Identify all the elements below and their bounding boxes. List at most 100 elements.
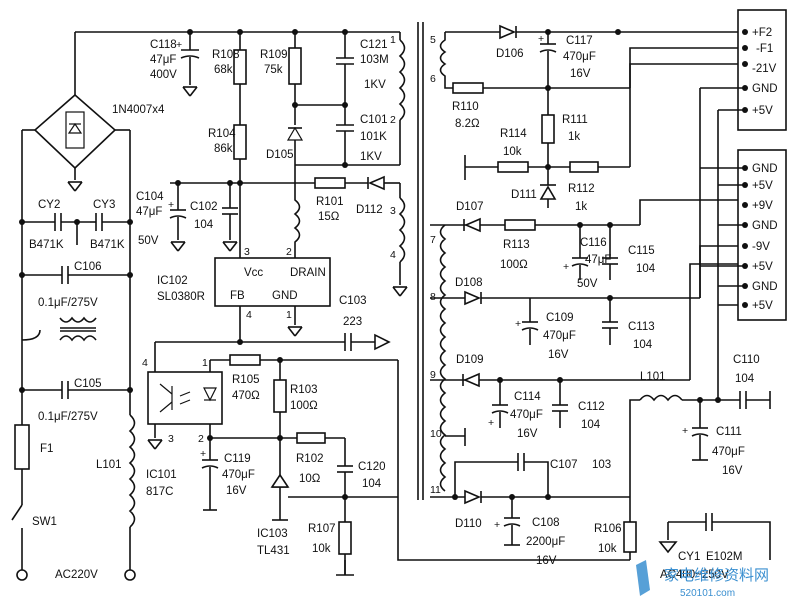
c115-value: 104 — [636, 263, 656, 275]
r102-ref: R102 — [296, 453, 324, 465]
svg-text:+: + — [488, 417, 494, 429]
c116-rating: 50V — [577, 278, 598, 290]
c105-ref: C105 — [74, 378, 102, 390]
conn-b-pin-6: GND — [752, 281, 778, 293]
svg-text:1: 1 — [390, 34, 396, 46]
l101-left-label: L101 — [96, 459, 122, 471]
r110-value: 8.2Ω — [455, 118, 480, 130]
conn-a-pin-1: -F1 — [756, 43, 773, 55]
c108-rating: 16V — [536, 555, 557, 567]
c120-ref: C120 — [358, 461, 386, 473]
c102-value: 104 — [194, 219, 214, 231]
fb-rail-c103: C103 223 — [154, 295, 391, 360]
c119-value: 470μF — [222, 469, 255, 481]
tl431-network: R102 10Ω C120 104 IC103 TL431 R107 10k — [257, 360, 630, 576]
cy3-label: CY3 — [93, 199, 115, 211]
cy1-rating: AC400~250V — [660, 569, 729, 581]
secondary-section: D106 + C117 470μF 16V R110 8.2Ω — [430, 24, 771, 581]
c117: + C117 470μF 16V — [538, 32, 596, 88]
ic102-fb: FB — [230, 290, 245, 302]
c121-c101: C121 103M 1KV C101 101K 1KV — [295, 29, 400, 168]
switch-sw1: SW1 — [11, 504, 57, 581]
d105-ref: D105 — [266, 149, 294, 161]
c116-ref: C116 — [580, 237, 607, 249]
b471k-a-label: B471K — [29, 239, 64, 251]
c121-ref: C121 — [360, 39, 388, 51]
ic102-sl0380r: Vcc DRAIN FB GND 3 2 4 1 IC102 SL0380R — [157, 246, 331, 342]
c112-value: 104 — [581, 419, 601, 431]
c118-rating: 400V — [150, 69, 177, 81]
ic102-vcc: Vcc — [244, 267, 263, 279]
c104-rating: 50V — [138, 235, 159, 247]
c107-value: 103 — [592, 459, 611, 471]
primary-winding: 1 2 3 4 5 6 7 8 9 10 11 — [390, 22, 442, 500]
ac-input-section: 1N4007x4 CY2 CY3 B471K B471K — [11, 31, 400, 581]
winding-11-rail: + D110 C107 103 C108 2200μF 16V — [430, 453, 630, 567]
conn-b-pin-3: GND — [752, 220, 778, 232]
tp-7: 7 — [430, 234, 436, 246]
ic102-ref: IC102 — [157, 275, 188, 287]
c103-ref: C103 — [339, 295, 367, 307]
r114-value: 10k — [503, 146, 522, 158]
f1-label: F1 — [40, 443, 53, 455]
r105-ref: R105 — [232, 374, 260, 386]
winding-8-rail: + D108 C109 470μF 16V C113 104 — [430, 277, 700, 361]
r107-ref: R107 — [308, 523, 336, 535]
ic102-p1: 1 — [286, 309, 292, 321]
c119-rating: 16V — [226, 485, 247, 497]
svg-text:2: 2 — [390, 114, 396, 126]
c118-value: 47μF — [150, 54, 176, 66]
conn-b-pin-7: +5V — [752, 300, 773, 312]
d106-rail: D106 — [445, 24, 745, 60]
svg-text:+: + — [563, 261, 569, 273]
r103-value: 100Ω — [290, 400, 318, 412]
tp-10: 10 — [430, 428, 442, 440]
r106-ref: R106 — [594, 523, 622, 535]
r109-ref: R109 — [260, 49, 288, 61]
c117-ref: C117 — [566, 35, 593, 47]
c114-rating: 16V — [517, 428, 538, 440]
feedback-section: 4 1 3 2 IC101 817C R105 470Ω R103 100Ω — [142, 354, 630, 576]
c119: + C119 470μF 16V — [200, 424, 280, 511]
ac-input-label: AC220V — [55, 569, 98, 581]
c101-ref: C101 — [360, 114, 388, 126]
c102-ref: C102 — [190, 201, 218, 213]
r104-value: 86k — [214, 143, 233, 155]
c120-value: 104 — [362, 478, 382, 490]
c113-ref: C113 — [628, 321, 655, 333]
svg-text:+: + — [682, 425, 688, 437]
c109-ref: C109 — [546, 312, 574, 324]
watermark-text: 家电维修资料网 — [664, 566, 769, 584]
d107-ref: D107 — [456, 201, 484, 213]
snubber: R109 75k D105 — [260, 29, 348, 165]
watermark-url: 520101.com — [680, 588, 735, 599]
svg-text:4: 4 — [390, 249, 396, 261]
c105: C105 0.1μF/275V — [19, 378, 133, 423]
tp-8: 8 — [430, 291, 436, 303]
conn-b-pin-1: +5V — [752, 180, 773, 192]
d109-ref: D109 — [456, 354, 484, 366]
r103-ref: R103 — [290, 384, 318, 396]
c111-value: 470μF — [712, 446, 745, 458]
c113-value: 104 — [633, 339, 653, 351]
c110-ref: C110 — [733, 354, 760, 366]
fuse-f1: F1 — [14, 390, 53, 505]
conn-b-pin-4: -9V — [752, 241, 770, 253]
r101-ref: R101 — [316, 196, 344, 208]
c119-ref: C119 — [224, 453, 251, 465]
c105-value: 0.1μF/275V — [38, 411, 98, 423]
conn-a-pin-2: -21V — [752, 63, 777, 75]
svg-text:+: + — [494, 519, 500, 531]
c110-value: 104 — [735, 373, 755, 385]
c115-ref: C115 — [628, 245, 655, 257]
svg-text:3: 3 — [390, 205, 396, 217]
d106-ref: D106 — [496, 48, 524, 60]
c101-value: 101K — [360, 131, 387, 143]
c106: C106 0.1μF/275V — [19, 210, 133, 330]
cy2-label: CY2 — [38, 199, 60, 211]
line-filter — [21, 316, 131, 390]
ic102-p2: 2 — [286, 246, 292, 258]
c109-value: 470μF — [543, 330, 576, 342]
svg-text:+: + — [168, 199, 174, 211]
